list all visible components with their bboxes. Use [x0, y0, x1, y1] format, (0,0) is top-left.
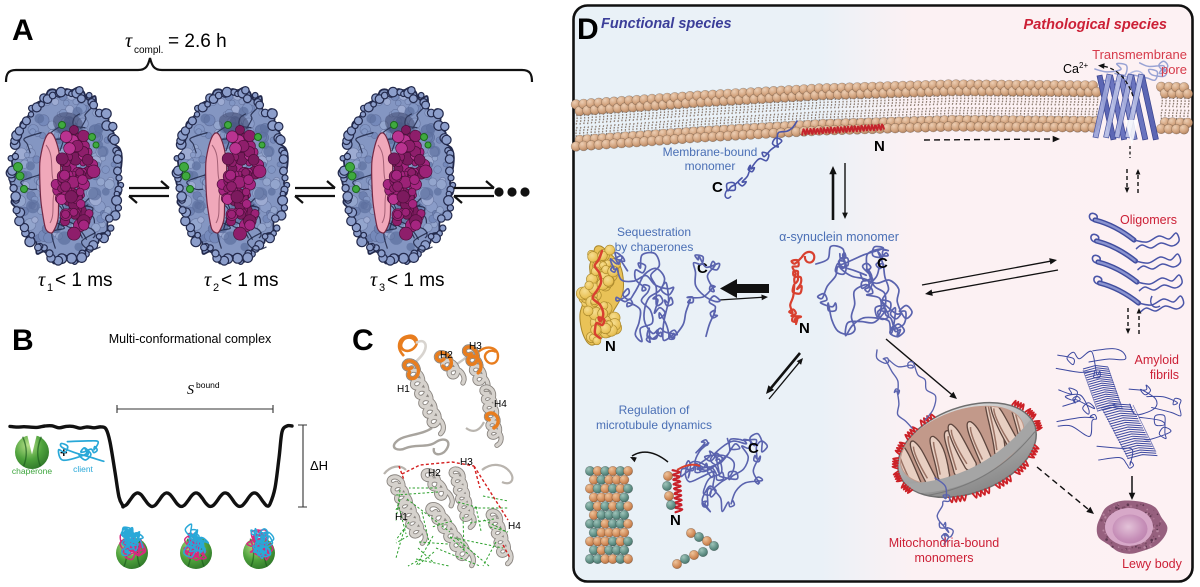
svg-text:monomer: monomer — [685, 159, 736, 173]
svg-text:H4: H4 — [494, 399, 507, 410]
svg-text:S: S — [187, 383, 194, 398]
svg-text:H1: H1 — [395, 512, 408, 523]
svg-text:fibrils: fibrils — [1150, 368, 1179, 382]
svg-text:< 1 ms: < 1 ms — [387, 270, 445, 291]
svg-text:H2: H2 — [440, 350, 453, 361]
svg-text:compl.: compl. — [134, 45, 163, 56]
svg-text:ΔH: ΔH — [310, 458, 328, 473]
svg-text:N: N — [799, 320, 810, 337]
svg-text:N: N — [605, 338, 616, 355]
svg-text:chaperone: chaperone — [12, 466, 52, 476]
svg-text:B: B — [12, 324, 34, 357]
svg-text:D: D — [577, 13, 599, 46]
svg-text:Pathological species: Pathological species — [1024, 17, 1167, 33]
svg-text:Multi-conformational complex: Multi-conformational complex — [109, 332, 272, 346]
svg-text:C: C — [712, 179, 723, 196]
svg-text:Sequestration: Sequestration — [617, 225, 691, 239]
svg-text:1: 1 — [47, 282, 53, 294]
svg-text:2+: 2+ — [1079, 61, 1088, 70]
svg-text:< 1 ms: < 1 ms — [55, 270, 113, 291]
svg-text:H3: H3 — [469, 341, 482, 352]
svg-text:τ: τ — [204, 269, 212, 291]
svg-text:α-synuclein monomer: α-synuclein monomer — [779, 230, 899, 244]
svg-text:N: N — [874, 138, 885, 155]
svg-text:monomers: monomers — [914, 551, 973, 565]
svg-text:τ: τ — [125, 30, 133, 52]
svg-text:Lewy body: Lewy body — [1122, 557, 1183, 571]
svg-text:Amyloid: Amyloid — [1135, 353, 1180, 367]
svg-text:C: C — [697, 260, 708, 277]
svg-text:Membrane-bound: Membrane-bound — [663, 145, 758, 159]
svg-text:3: 3 — [379, 282, 385, 294]
svg-text:< 1 ms: < 1 ms — [221, 270, 279, 291]
svg-text:Regulation of: Regulation of — [619, 403, 690, 417]
svg-text:bound: bound — [196, 380, 220, 390]
svg-text:C: C — [877, 255, 888, 272]
svg-text:pore: pore — [1161, 62, 1187, 77]
svg-text:by chaperones: by chaperones — [615, 240, 694, 254]
svg-text:H4: H4 — [508, 521, 521, 532]
svg-text:H2: H2 — [428, 468, 441, 479]
svg-text:τ: τ — [38, 269, 46, 291]
svg-text:2: 2 — [213, 282, 219, 294]
svg-text:H1: H1 — [397, 384, 410, 395]
svg-text:C: C — [352, 324, 374, 357]
svg-text:A: A — [12, 14, 34, 47]
svg-text:Transmembrane: Transmembrane — [1092, 47, 1187, 62]
svg-text:Oligomers: Oligomers — [1120, 213, 1177, 227]
svg-text:= 2.6 h: = 2.6 h — [168, 31, 227, 52]
svg-text:client: client — [73, 464, 93, 474]
svg-text:N: N — [670, 512, 681, 529]
svg-text:Functional species: Functional species — [601, 16, 732, 32]
svg-text:τ: τ — [370, 269, 378, 291]
svg-text:Ca: Ca — [1063, 62, 1079, 76]
svg-text:C: C — [748, 440, 759, 457]
svg-text:Mitochondria-bound: Mitochondria-bound — [889, 536, 1000, 550]
svg-text:microtubule dynamics: microtubule dynamics — [596, 418, 712, 432]
svg-text:H3: H3 — [460, 457, 473, 468]
